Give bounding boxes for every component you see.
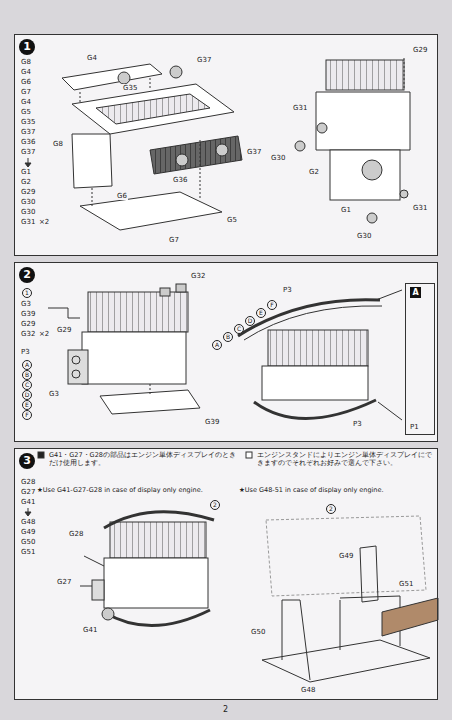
part-number: G37 — [246, 148, 262, 156]
part-number: G4 — [20, 98, 32, 106]
part-number: P1 — [410, 423, 419, 431]
part-number: G39 — [204, 418, 220, 426]
callout-number: D — [245, 316, 255, 326]
part-number: G49 — [338, 552, 354, 560]
callout-number: F — [22, 410, 32, 420]
assembly-note: エンジンスタンドによりエンジン単体ディスプレイにできますのでそれぞれお好みで選ん… — [256, 451, 434, 467]
part-number: G36 — [20, 138, 36, 146]
part-number: G29 — [20, 320, 36, 328]
part-number: G48 — [300, 686, 316, 694]
step-number: 2 — [19, 267, 35, 283]
part-number: G30 — [20, 198, 36, 206]
part-number: G30 — [20, 208, 36, 216]
callout-number: B — [22, 370, 32, 380]
part-number: G29 — [20, 188, 36, 196]
callout-number: E — [256, 308, 266, 318]
part-number: G39 — [20, 310, 36, 318]
part-number: G31 — [412, 204, 428, 212]
part-number: G4 — [20, 68, 32, 76]
callout-number: A — [212, 340, 222, 350]
part-number: G51 — [20, 548, 36, 556]
callout-number: D — [22, 390, 32, 400]
part-number: G8 — [52, 140, 64, 148]
part-number: G41 — [82, 626, 98, 634]
part-number: G2 — [308, 168, 320, 176]
callout-number: C — [22, 380, 32, 390]
callout-number: A — [22, 360, 32, 370]
callout-number: 1 — [22, 288, 32, 298]
assembly-note: ★Use G48-51 in case of display only engi… — [238, 486, 436, 494]
callout-number: E — [22, 400, 32, 410]
part-number: G4 — [86, 54, 98, 62]
part-number: G29 — [56, 326, 72, 334]
part-number: G3 — [20, 300, 32, 308]
callout-number: F — [267, 300, 277, 310]
part-number: ×2 — [38, 218, 50, 226]
part-number: P3 — [20, 348, 31, 356]
callout-number: C — [234, 324, 244, 334]
part-number: G37 — [196, 56, 212, 64]
step-number: 1 — [19, 39, 35, 55]
part-number: G6 — [116, 192, 128, 200]
part-number: G1 — [20, 168, 32, 176]
inset-letter: A — [410, 287, 421, 298]
part-number: G29 — [412, 46, 428, 54]
part-number: G50 — [250, 628, 266, 636]
part-number: G2 — [20, 178, 32, 186]
part-number: G31 — [20, 218, 36, 226]
part-number: G51 — [398, 580, 414, 588]
step-number: 3 — [19, 453, 35, 469]
part-number: G50 — [20, 538, 36, 546]
part-number: G35 — [20, 118, 36, 126]
step-panel: 2A P1 — [14, 262, 438, 442]
part-number: G32 — [20, 330, 36, 338]
part-number: G35 — [122, 84, 138, 92]
part-number: G5 — [226, 216, 238, 224]
part-number: G6 — [20, 78, 32, 86]
part-number: P3 — [282, 286, 293, 294]
part-number: G3 — [48, 390, 60, 398]
assembly-note: G41・G27・G28の部品はエンジン単体ディスプレイのときだけ使用します。 — [48, 451, 240, 467]
part-number: G30 — [270, 154, 286, 162]
part-number: G8 — [20, 58, 32, 66]
part-number: G28 — [68, 530, 84, 538]
part-number: P3 — [352, 420, 363, 428]
part-number: G28 — [20, 478, 36, 486]
part-number: G32 — [190, 272, 206, 280]
part-number: G1 — [340, 206, 352, 214]
part-number: G7 — [168, 236, 180, 244]
part-number: G48 — [20, 518, 36, 526]
part-number: G5 — [20, 108, 32, 116]
part-number: G37 — [20, 148, 36, 156]
part-number: G36 — [172, 176, 188, 184]
part-number: G30 — [356, 232, 372, 240]
part-number: G49 — [20, 528, 36, 536]
assembly-note: ★Use G41-G27-G28 in case of display only… — [36, 486, 228, 494]
page-number: 2 — [222, 706, 229, 714]
part-number: G41 — [20, 498, 36, 506]
part-number: ×2 — [38, 330, 50, 338]
part-number: G27 — [56, 578, 72, 586]
part-number: G27 — [20, 488, 36, 496]
part-number: G7 — [20, 88, 32, 96]
callout-number: 2 — [210, 500, 220, 510]
callout-number: 2 — [326, 504, 336, 514]
callout-number: B — [223, 332, 233, 342]
part-number: G31 — [292, 104, 308, 112]
part-number: G37 — [20, 128, 36, 136]
detail-inset: A P1 — [405, 283, 435, 435]
